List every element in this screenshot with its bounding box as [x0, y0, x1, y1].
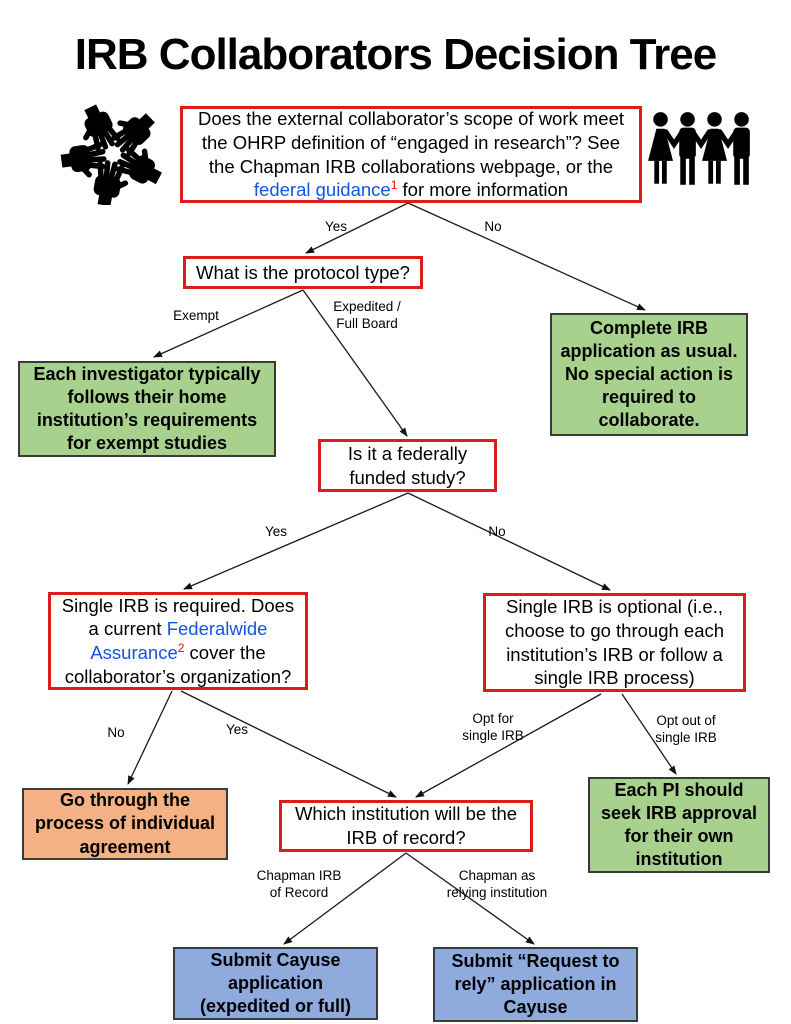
funded-question-text: Is it a federally funded study?	[347, 442, 468, 488]
hands-together-icon	[59, 103, 169, 205]
sirb-required-after: cover the collaborator’s organization?	[64, 642, 292, 687]
node-single-irb-required-question: Single IRB is required. Does a current F…	[48, 592, 308, 690]
each-pi-result-text: Each PI should seek IRB approval for the…	[600, 779, 758, 870]
node-submit-cayuse-result: Submit Cayuse application (expedited or …	[173, 947, 378, 1020]
edge-label-opt-out-single-irb: Opt out of single IRB	[655, 713, 717, 745]
engaged-question-text: Does the external collaborator’s scope o…	[189, 107, 633, 202]
edge-line	[405, 852, 535, 945]
footnote-1: 1	[390, 178, 398, 193]
edge-label-no-3: No	[107, 725, 125, 740]
engaged-text-before: Does the external collaborator’s scope o…	[197, 108, 625, 177]
engaged-text-after: for more information	[397, 179, 569, 201]
edge-label-yes-3: Yes	[225, 722, 249, 737]
node-protocol-question: What is the protocol type?	[183, 256, 423, 289]
edge-line	[283, 852, 407, 945]
node-each-pi-result: Each PI should seek IRB approval for the…	[588, 777, 770, 873]
exempt-result-text: Each investigator typically follows thei…	[33, 363, 261, 454]
edge-label-no-2: No	[488, 524, 506, 539]
agreement-result-text: Go through the process of individual agr…	[34, 790, 216, 857]
edge-label-chapman-relying: Chapman as relying institution	[446, 868, 548, 900]
node-federally-funded-question: Is it a federally funded study?	[318, 439, 497, 492]
footnote-2: 2	[177, 640, 185, 655]
node-request-to-rely-result: Submit “Request to rely” application in …	[433, 947, 638, 1022]
edge-line	[183, 492, 409, 590]
edge-line	[305, 202, 409, 254]
federal-guidance-link[interactable]: federal guidance	[253, 179, 391, 201]
edge-line	[407, 492, 611, 591]
edge-line	[302, 289, 408, 437]
record-question-text: Which institution will be the IRB of rec…	[294, 803, 518, 848]
edge-line	[621, 693, 677, 775]
edge-line	[153, 289, 304, 358]
edge-line	[415, 693, 602, 798]
node-single-irb-optional-question: Single IRB is optional (i.e., choose to …	[483, 593, 746, 692]
node-usual-application-result: Complete IRB application as usual. No sp…	[550, 313, 748, 436]
node-exempt-result: Each investigator typically follows thei…	[18, 361, 276, 457]
sirb-optional-text: Single IRB is optional (i.e., choose to …	[504, 596, 725, 689]
federalwide-assurance-link[interactable]: Federalwide Assurance	[90, 618, 268, 663]
edge-label-yes-1: Yes	[324, 219, 348, 234]
protocol-question-text: What is the protocol type?	[196, 261, 410, 283]
cayuse-result-text: Submit Cayuse application (expedited or …	[199, 949, 351, 1017]
sirb-required-text: Single IRB is required. Does a current F…	[57, 594, 299, 689]
node-individual-agreement-result: Go through the process of individual agr…	[22, 788, 228, 860]
edge-label-opt-for-single-irb: Opt for single IRB	[462, 711, 524, 743]
edge-line	[407, 202, 646, 311]
edge-label-yes-2: Yes	[264, 524, 288, 539]
edge-line	[180, 690, 397, 798]
node-irb-of-record-question: Which institution will be the IRB of rec…	[279, 800, 533, 852]
usual-result-text: Complete IRB application as usual. No sp…	[560, 317, 738, 431]
edge-label-exempt: Exempt	[173, 308, 219, 323]
edge-label-expedited-full-board: Expedited / Full Board	[333, 299, 401, 331]
rely-result-text: Submit “Request to rely” application in …	[451, 950, 620, 1018]
edge-line	[127, 690, 173, 785]
edge-label-chapman-irb-of-record: Chapman IRB of Record	[256, 868, 342, 900]
sirb-required-before: Single IRB is required. Does a current	[61, 594, 295, 640]
page-title: IRB Collaborators Decision Tree	[74, 30, 717, 79]
edge-label-no-1: No	[484, 219, 502, 234]
node-engaged-question: Does the external collaborator’s scope o…	[180, 106, 642, 203]
people-group-icon	[648, 112, 750, 185]
